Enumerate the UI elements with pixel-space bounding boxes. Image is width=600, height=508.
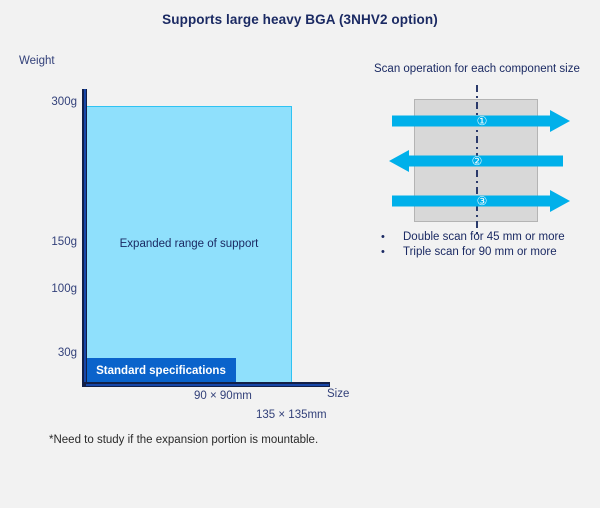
bullet-dot-icon: • — [381, 231, 385, 243]
x-axis-title: Size — [327, 388, 350, 400]
x-tick-label: 135 × 135mm — [256, 409, 327, 421]
page-title: Supports large heavy BGA (3NHV2 option) — [162, 12, 438, 27]
scan-arrow-right: ③ — [392, 190, 570, 212]
scan-bullet-list: • Double scan for 45 mm or more • Triple sc… — [381, 231, 565, 261]
bullet-item: • Triple scan for 90 mm or more — [381, 246, 565, 258]
bullet-dot-icon: • — [381, 246, 385, 258]
bullet-label: Triple scan for 90 mm or more — [403, 246, 557, 258]
y-tick-label: 150g — [51, 236, 77, 248]
bullet-item: • Double scan for 45 mm or more — [381, 231, 565, 243]
y-tick-label: 100g — [51, 283, 77, 295]
y-tick-label: 300g — [51, 96, 77, 108]
scan-panel-title: Scan operation for each component size — [374, 63, 580, 75]
scan-arrow-right: ① — [392, 110, 570, 132]
x-tick-label: 90 × 90mm — [194, 390, 252, 402]
expanded-range-area — [86, 106, 292, 383]
bullet-label: Double scan for 45 mm or more — [403, 231, 565, 243]
expanded-range-label: Expanded range of support — [119, 238, 259, 250]
standard-specifications-label: Standard specifications — [96, 364, 226, 377]
y-tick-labels: 300g 150g 100g 30g — [15, 0, 77, 400]
footnote-text: *Need to study if the expansion portion … — [49, 434, 319, 446]
scan-arrow-left: ② — [389, 150, 563, 172]
y-tick-label: 30g — [57, 347, 77, 359]
y-axis-line-inner — [84, 89, 86, 385]
y-axis-title: Weight — [19, 55, 55, 67]
standard-specifications-bar: Standard specifications — [86, 358, 236, 383]
x-axis-line-inner — [86, 384, 329, 386]
